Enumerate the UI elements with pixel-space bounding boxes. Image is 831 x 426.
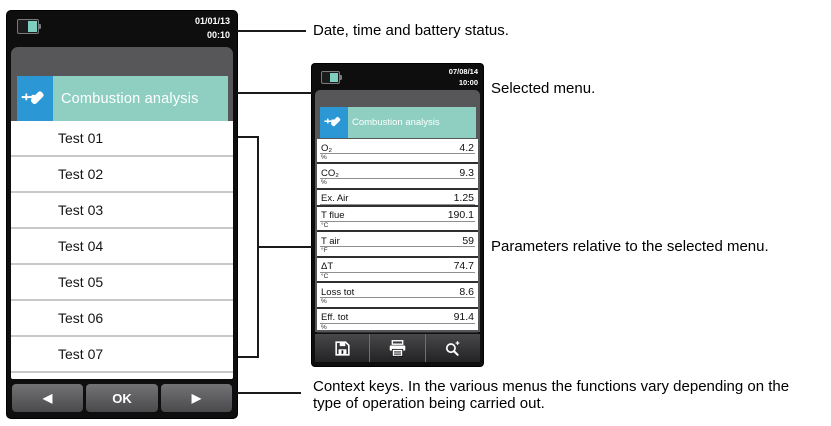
list-item-test-02[interactable]: Test 02 <box>11 157 233 193</box>
list-item-test-04[interactable]: Test 04 <box>11 229 233 265</box>
param-value: 74.7 <box>453 260 474 273</box>
param-row-t-flue: T flue 190.1 °C <box>317 207 478 233</box>
content-panel: Combustion analysis O₂ 4.2 % CO₂ 9.3 % Ex.… <box>315 90 480 334</box>
list-item-test-07[interactable]: Test 07 <box>11 337 233 373</box>
connector-bracket-bottom <box>238 356 259 358</box>
menu-banner: Combustion analysis <box>17 76 228 121</box>
param-label: T flue <box>321 210 345 222</box>
param-unit: % <box>321 298 327 306</box>
param-unit: °C <box>321 221 329 229</box>
param-label: Ex. Air <box>321 193 349 205</box>
date-time: 07/08/14 10:00 <box>449 67 478 89</box>
annotation-selected-menu: Selected menu. <box>491 80 596 97</box>
param-unit: % <box>321 179 327 187</box>
left-arrow-icon: ◀ <box>43 391 53 405</box>
param-unit: °F <box>321 247 328 255</box>
left-device-screen: 01/01/13 00:10 Combustion analysis <box>7 11 237 418</box>
right-arrow-icon: ▶ <box>191 391 201 405</box>
param-value: 4.2 <box>459 141 474 154</box>
param-row-o2: O₂ 4.2 % <box>317 139 478 165</box>
list-item-test-01[interactable]: Test 01 <box>11 121 233 157</box>
connector-context-keys-line <box>237 392 301 394</box>
save-button[interactable] <box>315 334 371 362</box>
menu-banner: Combustion analysis <box>320 107 476 138</box>
list-item-test-03[interactable]: Test 03 <box>11 193 233 229</box>
annotation-battery: Date, time and battery status. <box>313 22 509 39</box>
date-text: 01/01/13 <box>194 16 230 26</box>
list-item-test-05[interactable]: Test 05 <box>11 265 233 301</box>
printer-icon <box>389 339 406 357</box>
time-text: 10:00 <box>458 77 478 87</box>
list-item-test-06[interactable]: Test 06 <box>11 301 233 337</box>
connector-date-line <box>237 30 306 32</box>
connector-menu-line <box>237 92 312 94</box>
connector-parameters-line <box>257 246 312 248</box>
param-label: CO₂ <box>321 167 339 179</box>
param-label: ΔT <box>321 261 334 273</box>
param-value: 1.25 <box>453 192 474 205</box>
probe-icon <box>320 107 348 138</box>
param-row-co2: CO₂ 9.3 % <box>317 164 478 190</box>
left-arrow-button[interactable]: ◀ <box>12 384 84 412</box>
date-text: 07/08/14 <box>448 67 478 76</box>
save-icon <box>335 340 350 356</box>
param-unit: % <box>321 323 327 331</box>
param-row-loss-tot: Loss tot 8.6 % <box>317 283 478 309</box>
param-value: 91.4 <box>453 311 474 324</box>
right-device-screen: 07/08/14 10:00 Combustion analysis <box>312 64 483 366</box>
connector-bracket-top <box>238 136 259 138</box>
print-button[interactable] <box>370 334 426 362</box>
param-value: 190.1 <box>447 209 474 222</box>
magnifier-icon <box>446 340 460 356</box>
list-item-label: Test 03 <box>58 202 104 218</box>
battery-icon <box>17 19 41 34</box>
list-item-label: Test 07 <box>58 346 104 362</box>
list-item-label: Test 04 <box>58 238 104 254</box>
annotation-parameters: Parameters relative to the selected menu… <box>491 238 769 255</box>
param-value: 9.3 <box>459 166 474 179</box>
ok-button[interactable]: OK <box>86 384 158 412</box>
param-label: Loss tot <box>321 286 355 298</box>
battery-icon <box>321 71 342 84</box>
param-row-eff-tot: Eff. tot 91.4 % <box>317 309 478 334</box>
list-item-label: Test 06 <box>58 310 104 326</box>
param-label: Eff. tot <box>321 312 349 324</box>
list-item-label: Test 01 <box>58 130 104 146</box>
param-row-delta-t: ΔT 74.7 °C <box>317 258 478 284</box>
param-row-t-air: T air 59 °F <box>317 232 478 258</box>
parameter-table: O₂ 4.2 % CO₂ 9.3 % Ex. Air 1.25 T flue 190.1… <box>317 139 478 334</box>
param-value: 59 <box>462 234 474 247</box>
annotation-context-keys: Context keys. In the various menus the f… <box>313 378 790 412</box>
context-key-bar: ◀ OK ▶ <box>7 379 237 418</box>
content-panel: Combustion analysis Test 01 Test 02 Test… <box>11 47 233 379</box>
ok-label: OK <box>112 390 132 406</box>
right-arrow-button[interactable]: ▶ <box>160 384 232 412</box>
date-time: 01/01/13 00:10 <box>195 15 230 42</box>
param-value: 8.6 <box>459 285 474 298</box>
param-unit: °C <box>321 272 329 280</box>
context-key-bar <box>315 334 480 362</box>
param-label: T air <box>321 235 340 247</box>
param-unit: % <box>321 154 327 161</box>
param-label: O₂ <box>321 142 333 154</box>
menu-title: Combustion analysis <box>348 107 476 138</box>
param-row-ex-air: Ex. Air 1.25 <box>317 190 478 207</box>
zoom-button[interactable] <box>425 334 480 362</box>
probe-icon <box>17 76 53 121</box>
menu-title: Combustion analysis <box>53 76 228 121</box>
time-text: 00:10 <box>206 29 230 40</box>
test-list: Test 01 Test 02 Test 03 Test 04 Test 05 … <box>11 121 233 379</box>
list-item-label: Test 02 <box>58 166 104 182</box>
list-item-label: Test 05 <box>58 274 104 290</box>
